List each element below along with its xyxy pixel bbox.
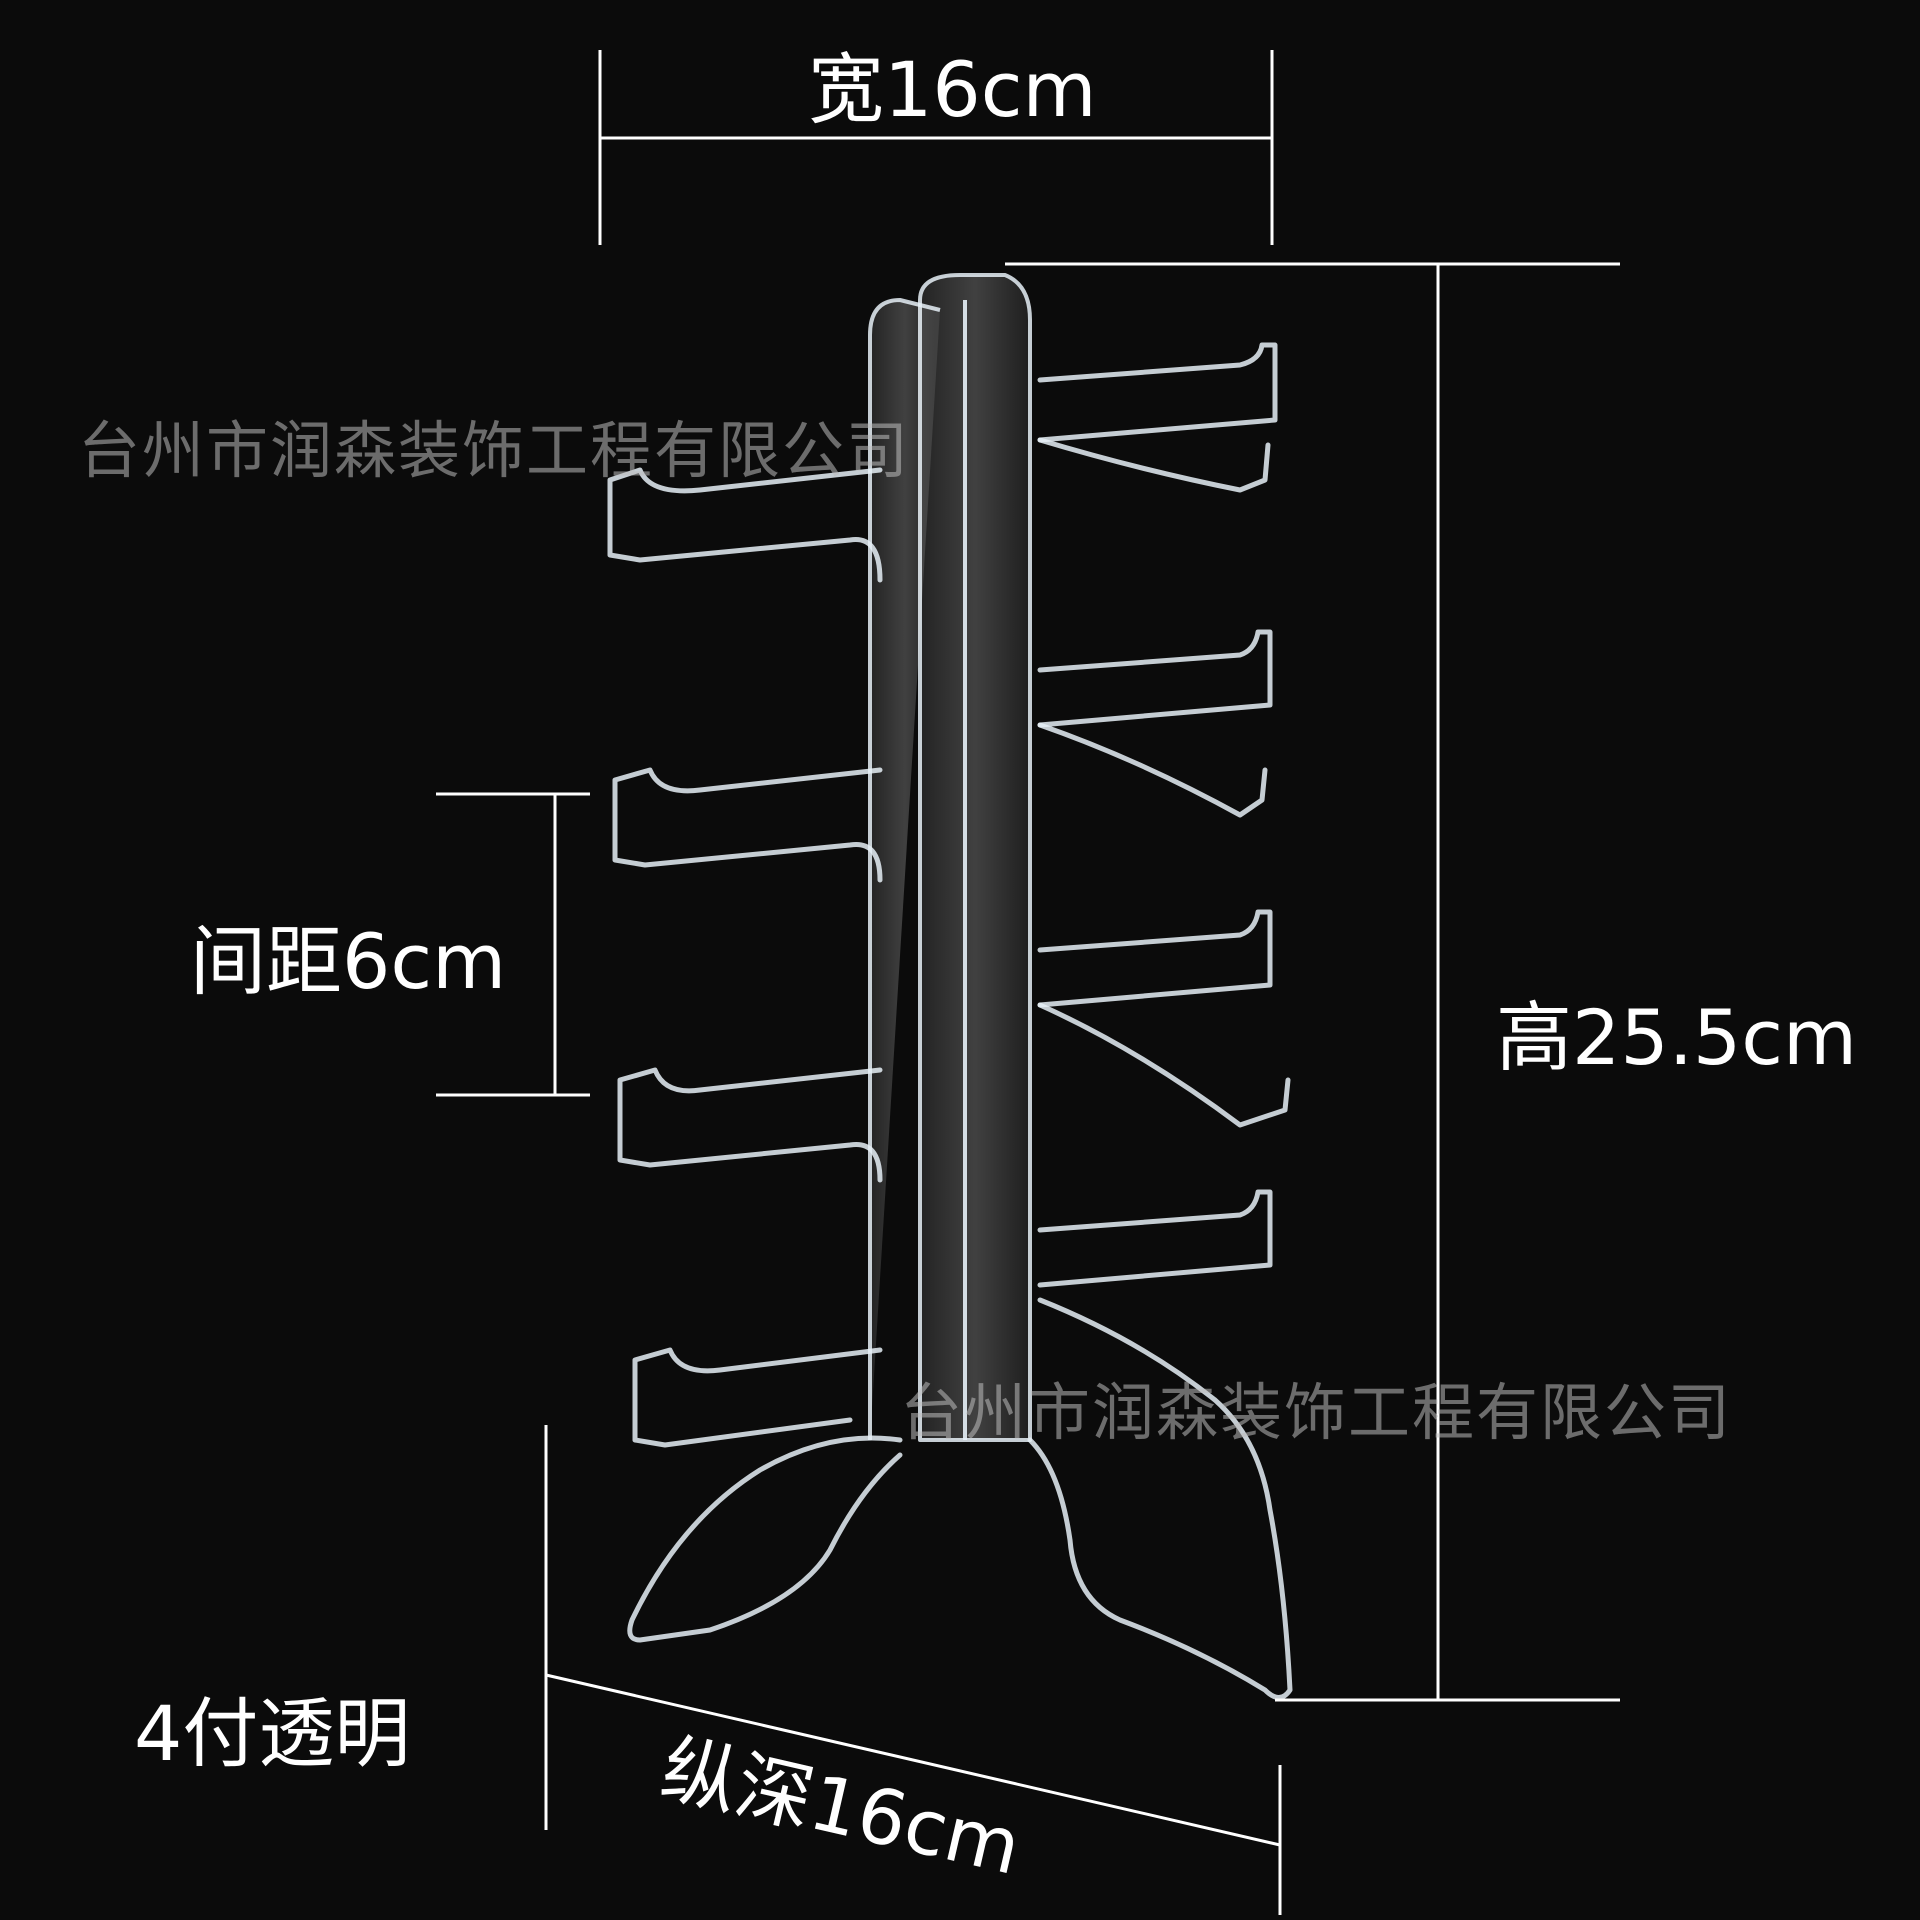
right-hooks — [1027, 342, 1293, 1700]
width-label: 宽16cm — [808, 45, 1097, 134]
spacing-label: 间距6cm — [190, 917, 507, 1006]
dimension-lines — [436, 50, 1620, 1915]
variant-label: 4付透明 — [134, 1689, 411, 1778]
watermark-bottom: 台州市润森装饰工程有限公司 — [900, 1376, 1733, 1449]
left-hooks — [607, 467, 903, 1643]
height-label: 高25.5cm — [1496, 993, 1858, 1082]
rack-body — [868, 273, 1032, 1442]
watermark-top: 台州市润森装饰工程有限公司 — [78, 414, 911, 487]
